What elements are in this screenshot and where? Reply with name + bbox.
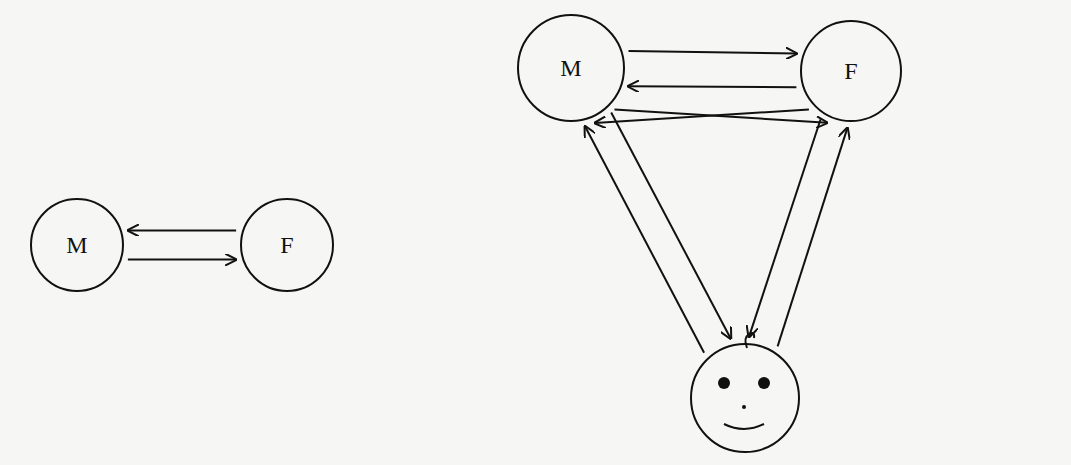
relation-arrow [628, 86, 796, 87]
person-letter: F [280, 233, 293, 257]
person-circle: M [517, 14, 625, 122]
relation-arrow [595, 109, 809, 123]
person-letter: M [66, 233, 87, 257]
eye [718, 377, 730, 389]
eye [758, 377, 770, 389]
hair-curl [745, 333, 754, 348]
relation-arrow [629, 51, 797, 54]
person-circle: F [800, 20, 902, 122]
relation-arrow [585, 126, 704, 352]
relation-arrow [778, 128, 848, 347]
person-circle: F [240, 198, 334, 292]
person-letter: F [844, 59, 857, 83]
relation-arrow [128, 229, 236, 231]
relation-arrow [611, 113, 731, 339]
relation-arrow [128, 259, 236, 261]
mouth [724, 424, 764, 429]
person-letter: M [560, 56, 581, 80]
relation-arrow [749, 119, 821, 337]
relation-arrow [615, 109, 828, 122]
person-circle: M [30, 198, 124, 292]
nose [742, 405, 746, 409]
person-circle [690, 343, 800, 453]
